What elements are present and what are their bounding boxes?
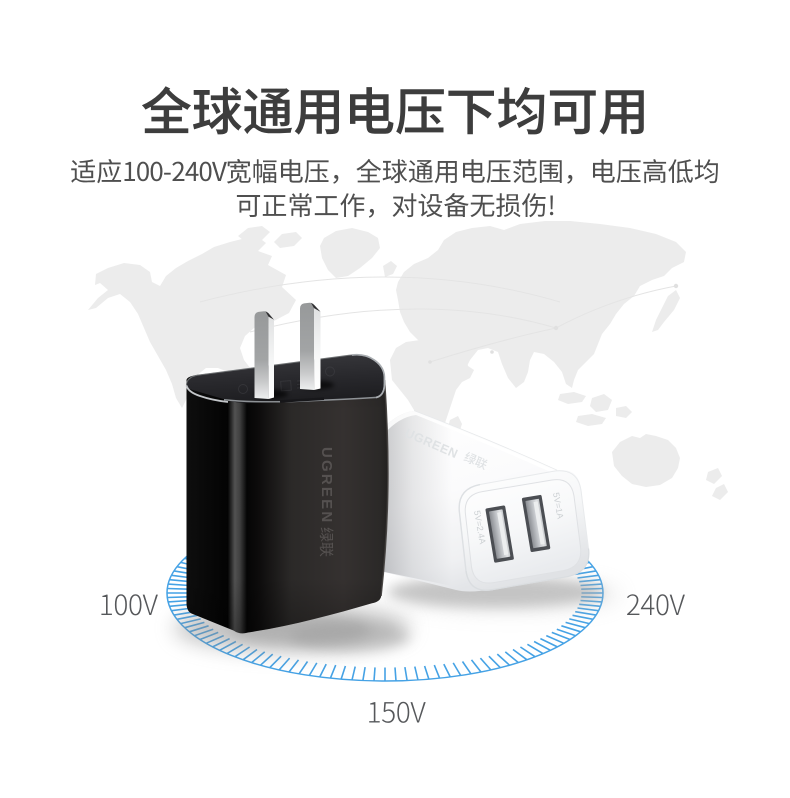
svg-text:UGREEN: UGREEN xyxy=(318,447,335,524)
svg-text:5V=1A: 5V=1A xyxy=(551,492,566,520)
